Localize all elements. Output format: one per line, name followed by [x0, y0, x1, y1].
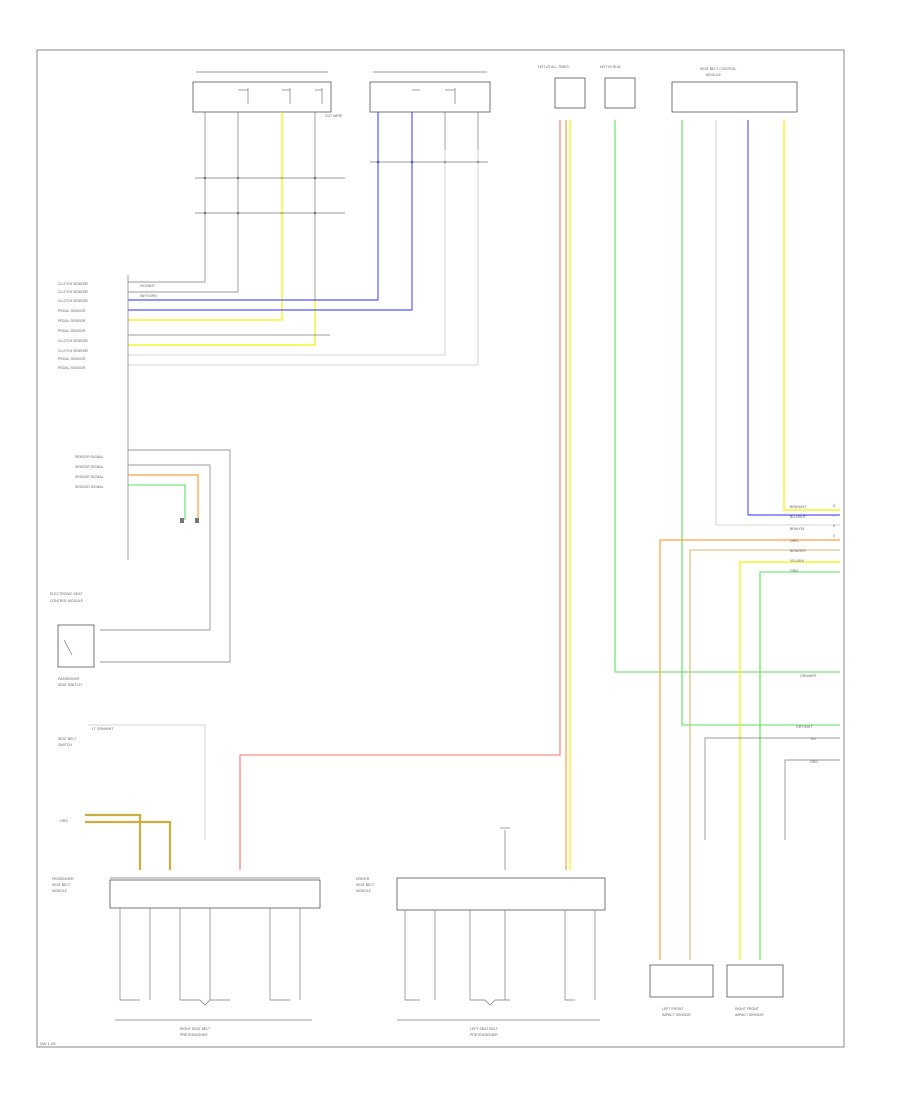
svg-text:PEDAL SENSOR: PEDAL SENSOR [58, 309, 86, 313]
svg-text:8: 8 [833, 504, 835, 508]
svg-text:IMPACT SENSOR: IMPACT SENSOR [735, 1013, 764, 1017]
svg-text:SENSOR SIGNAL: SENSOR SIGNAL [75, 475, 104, 479]
svg-text:BRN/WHT: BRN/WHT [790, 505, 807, 509]
svg-text:HOT AT ALL TIMES: HOT AT ALL TIMES [538, 65, 569, 69]
seat-belt-control-module [671, 81, 798, 113]
svg-text:MODULE: MODULE [706, 73, 722, 77]
svg-text:MODULE: MODULE [356, 889, 372, 893]
svg-text:BRN/YEL: BRN/YEL [790, 527, 805, 531]
svg-text:SEAT BELT CONTROL: SEAT BELT CONTROL [700, 67, 736, 71]
svg-text:PEDAL SENSOR: PEDAL SENSOR [58, 329, 86, 333]
svg-text:PEDAL SENSOR: PEDAL SENSOR [58, 366, 86, 370]
svg-text:CONTROL MODULE: CONTROL MODULE [50, 599, 84, 603]
svg-text:DRIVER: DRIVER [356, 877, 370, 881]
svg-text:6: 6 [833, 524, 835, 528]
svg-text:SENSOR SIGNAL: SENSOR SIGNAL [75, 485, 104, 489]
svg-text:PEDAL SENSOR: PEDAL SENSOR [58, 319, 86, 323]
svg-text:CLUTCH SENSOR: CLUTCH SENSOR [58, 349, 88, 353]
svg-text:IMPACT SENSOR: IMPACT SENSOR [662, 1013, 691, 1017]
svg-text:PRETENSIONER: PRETENSIONER [470, 1033, 498, 1037]
svg-text:PEDAL SENSOR: PEDAL SENSOR [58, 357, 86, 361]
svg-text:WHT/GRN: WHT/GRN [140, 294, 157, 298]
svg-text:BLU/WHT: BLU/WHT [790, 515, 807, 519]
svg-text:SEAT BELT: SEAT BELT [58, 737, 77, 741]
svg-text:LEFT FRONT: LEFT FRONT [662, 1007, 684, 1011]
svg-text:7: 7 [833, 514, 835, 518]
svg-text:HOT IN RUN: HOT IN RUN [600, 65, 621, 69]
svg-text:CLUTCH SENSOR: CLUTCH SENSOR [58, 339, 88, 343]
svg-text:ORG: ORG [790, 539, 798, 543]
passenger-seat-switch [57, 624, 95, 668]
driver-lumbar-module [192, 81, 332, 113]
svg-text:SWITCH: SWITCH [58, 743, 72, 747]
svg-text:5: 5 [833, 534, 835, 538]
svg-text:ORG: ORG [810, 760, 818, 764]
svg-text:BRN/GRY: BRN/GRY [790, 549, 807, 553]
passenger-lumbar-module [369, 81, 491, 113]
svg-text:GRN: GRN [790, 569, 798, 573]
svg-text:LEFT SEAT BELT: LEFT SEAT BELT [470, 1027, 499, 1031]
svg-text:CLUTCH SENSOR: CLUTCH SENSOR [58, 282, 88, 286]
driver-seat-belt-pretensioner-module [396, 877, 606, 911]
svg-text:CLUTCH SENSOR: CLUTCH SENSOR [58, 290, 88, 294]
footer-code: SW 1-06 [40, 1041, 56, 1046]
svg-text:RIGHT FRONT: RIGHT FRONT [735, 1007, 760, 1011]
svg-text:SENSOR SIGNAL: SENSOR SIGNAL [75, 465, 104, 469]
top-left-module-group: CLUTCH SENSOR CLUTCH SENSOR CLUTCH SENSO… [58, 71, 491, 560]
bottom-right-modules: LEFT FRONT IMPACT SENSOR RIGHT FRONT IMP… [649, 964, 784, 1017]
svg-text:GRN/WHT: GRN/WHT [800, 674, 818, 678]
svg-text:MODULE: MODULE [52, 889, 68, 893]
top-right-group: HOT AT ALL TIMES HOT IN RUN SEAT BELT CO… [239, 65, 840, 960]
svg-text:PASSENGER: PASSENGER [52, 877, 74, 881]
svg-text:CLUTCH SENSOR: CLUTCH SENSOR [58, 299, 88, 303]
diagram-frame [36, 49, 845, 1048]
svg-text:ORG: ORG [60, 819, 68, 823]
left-middle-module: SENSOR SIGNAL SENSOR SIGNAL SENSOR SIGNA… [50, 449, 231, 840]
svg-text:YEL: YEL [810, 737, 817, 741]
left-pin-label-column: CLUTCH SENSOR CLUTCH SENSOR CLUTCH SENSO… [58, 282, 88, 370]
svg-text:SEAT BELT: SEAT BELT [52, 883, 71, 887]
svg-text:SENSOR SIGNAL: SENSOR SIGNAL [75, 455, 104, 459]
svg-text:CUT WIRE: CUT WIRE [325, 114, 343, 118]
svg-text:PASSENGER: PASSENGER [58, 677, 80, 681]
svg-text:RIGHT SEAT BELT: RIGHT SEAT BELT [180, 1027, 211, 1031]
svg-text:SEAT SWITCH: SEAT SWITCH [58, 683, 82, 687]
bottom-left-module: ORG PASSENGER SEAT BELT MODULE RIGHT SEA… [52, 813, 321, 1037]
svg-text:LT GRN/WHT: LT GRN/WHT [92, 727, 114, 731]
svg-text:GRY/WHT: GRY/WHT [796, 725, 813, 729]
svg-text:PRETENSIONER: PRETENSIONER [180, 1033, 208, 1037]
svg-text:VIO/WHT: VIO/WHT [140, 284, 156, 288]
svg-text:YEL/BLK: YEL/BLK [790, 559, 805, 563]
passenger-seat-belt-pretensioner-module [109, 879, 321, 909]
svg-text:SEAT BELT: SEAT BELT [356, 883, 375, 887]
svg-text:ELECTRONIC SEAT: ELECTRONIC SEAT [50, 592, 83, 596]
bottom-middle-module: DRIVER SEAT BELT MODULE LEFT SEAT BELT P… [356, 827, 606, 1037]
